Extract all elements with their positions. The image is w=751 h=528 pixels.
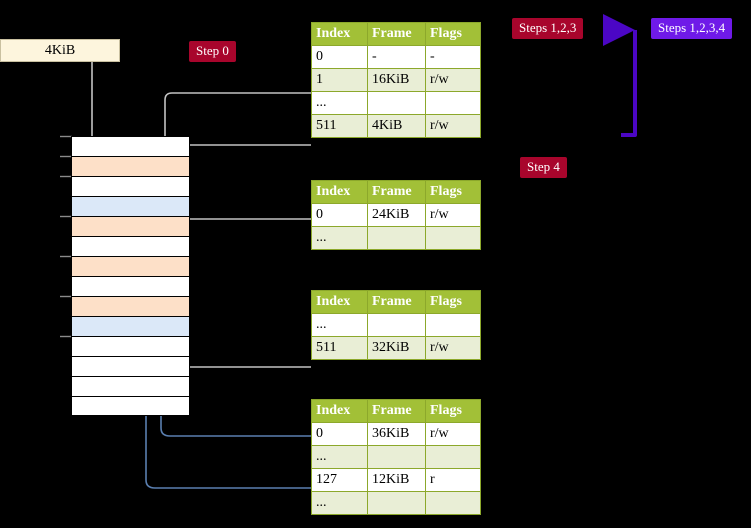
column-header-flags: Flags — [425, 399, 481, 423]
cell-flags: - — [425, 45, 481, 69]
page-table-level-1: Index Frame Flags 0 24KiB r/w ... — [311, 180, 481, 250]
table-row: 0 24KiB r/w — [311, 203, 481, 227]
memory-row — [71, 396, 190, 416]
table-row: 1 16KiB r/w — [311, 68, 481, 92]
table-row: 511 32KiB r/w — [311, 336, 481, 360]
wire-table2-row511 — [168, 304, 311, 368]
table-header-row: Index Frame Flags — [311, 399, 481, 423]
cell-index: ... — [311, 445, 368, 469]
column-header-frame: Frame — [367, 22, 426, 46]
memory-row — [71, 216, 190, 236]
cell-frame: 36KiB — [367, 422, 426, 446]
cell-frame — [367, 91, 426, 115]
cell-index: 0 — [311, 45, 368, 69]
violet-bracket-arrow — [603, 14, 637, 137]
cell-flags: r/w — [425, 422, 481, 446]
column-header-flags: Flags — [425, 22, 481, 46]
badge-steps-1-2-3-4: Steps 1,2,3,4 — [651, 18, 733, 39]
cell-index: ... — [311, 491, 368, 515]
memory-size-box: 4KiB — [0, 39, 120, 62]
cell-index: 511 — [311, 114, 368, 138]
table-header-row: Index Frame Flags — [311, 180, 481, 204]
column-header-frame: Frame — [367, 180, 426, 204]
table-row-highlighted: 511 4KiB r/w — [311, 114, 481, 138]
cell-flags — [425, 91, 481, 115]
table-row: ... — [311, 313, 481, 337]
cell-flags: r/w — [425, 68, 481, 92]
wire-table1-row0 — [177, 218, 311, 264]
memory-row — [71, 356, 190, 376]
memory-row — [71, 196, 190, 216]
column-header-frame: Frame — [367, 290, 426, 314]
cell-flags — [425, 226, 481, 250]
cell-frame — [367, 491, 426, 515]
cell-index: 0 — [311, 203, 368, 227]
page-table-level-0: Index Frame Flags 0 - - 1 16KiB r/w ... — [311, 22, 481, 138]
table-row: 127 12KiB r — [311, 468, 481, 492]
column-header-index: Index — [311, 290, 368, 314]
column-header-frame: Frame — [367, 399, 426, 423]
memory-row — [71, 136, 190, 156]
memory-row — [71, 276, 190, 296]
badge-step-0: Step 0 — [189, 41, 236, 62]
cell-frame: 12KiB — [367, 468, 426, 492]
cell-index: 511 — [311, 336, 368, 360]
cell-flags — [425, 313, 481, 337]
badge-step-4: Step 4 — [520, 157, 567, 178]
memory-row — [71, 156, 190, 176]
cell-index: ... — [311, 313, 368, 337]
cell-flags: r/w — [425, 114, 481, 138]
memory-row — [71, 336, 190, 356]
column-header-index: Index — [311, 22, 368, 46]
cell-index: 127 — [311, 468, 368, 492]
table-row: ... — [311, 491, 481, 515]
column-header-index: Index — [311, 399, 368, 423]
cell-frame: 4KiB — [367, 114, 426, 138]
table-row: 0 - - — [311, 45, 481, 69]
cell-frame: 24KiB — [367, 203, 426, 227]
cell-frame — [367, 445, 426, 469]
column-header-flags: Flags — [425, 180, 481, 204]
cell-index: 0 — [311, 422, 368, 446]
cell-flags: r — [425, 468, 481, 492]
table-row: ... — [311, 91, 481, 115]
cell-index: ... — [311, 91, 368, 115]
badge-steps-1-2-3: Steps 1,2,3 — [512, 18, 584, 39]
cell-frame — [367, 313, 426, 337]
column-header-flags: Flags — [425, 290, 481, 314]
cell-frame: - — [367, 45, 426, 69]
memory-row — [71, 176, 190, 196]
page-table-level-2: Index Frame Flags ... 511 32KiB r/w — [311, 290, 481, 360]
column-header-index: Index — [311, 180, 368, 204]
cell-frame: 16KiB — [367, 68, 426, 92]
memory-row — [71, 296, 190, 316]
memory-row — [71, 316, 190, 336]
physical-memory-column — [71, 136, 190, 417]
table-row: ... — [311, 445, 481, 469]
cell-flags: r/w — [425, 336, 481, 360]
table-row: 0 36KiB r/w — [311, 422, 481, 446]
table-row: ... — [311, 226, 481, 250]
cell-index: ... — [311, 226, 368, 250]
cell-index: 1 — [311, 68, 368, 92]
memory-row — [71, 236, 190, 256]
page-table-level-3: Index Frame Flags 0 36KiB r/w ... 127 12… — [311, 399, 481, 515]
wire-table0-row511 — [168, 142, 311, 154]
memory-row — [71, 256, 190, 276]
cell-flags — [425, 491, 481, 515]
memory-row — [71, 376, 190, 396]
table-header-row: Index Frame Flags — [311, 290, 481, 314]
cell-flags — [425, 445, 481, 469]
table-header-row: Index Frame Flags — [311, 22, 481, 46]
cell-flags: r/w — [425, 203, 481, 227]
cell-frame — [367, 226, 426, 250]
cell-frame: 32KiB — [367, 336, 426, 360]
